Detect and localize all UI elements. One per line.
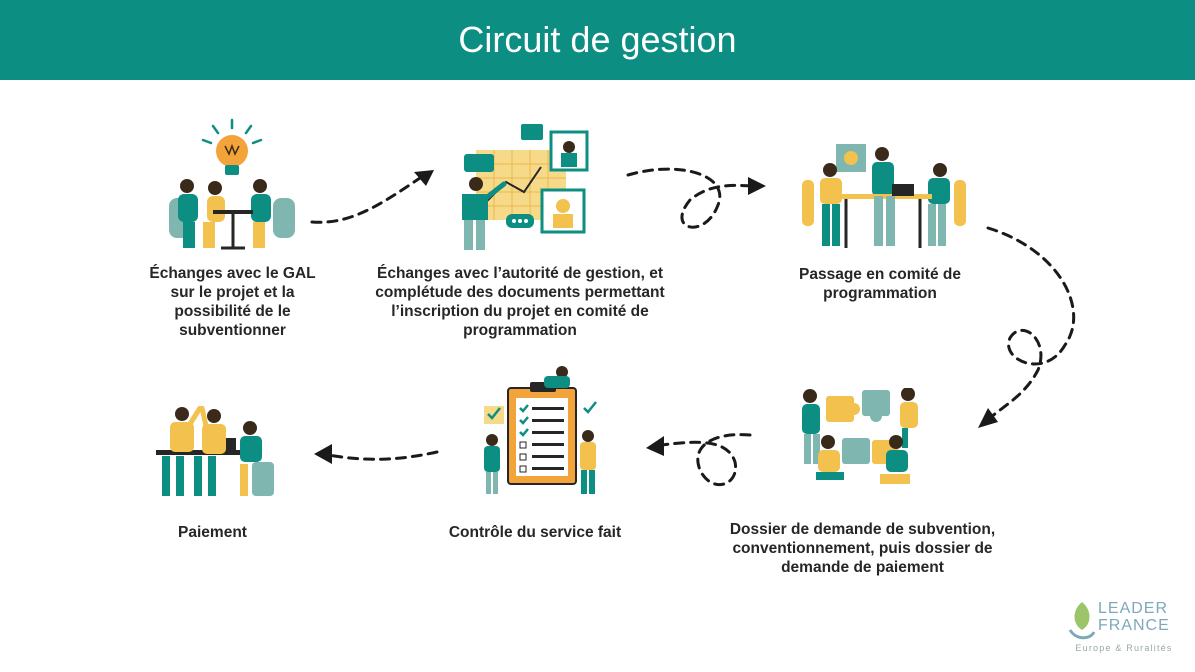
arrowhead-4: [646, 436, 664, 456]
celebration-illustration: [156, 406, 274, 496]
leader-france-logo: LEADER FRANCE Europe & Ruralités: [1068, 600, 1180, 662]
arrowhead-2: [748, 177, 766, 195]
checklist-illustration: [484, 366, 600, 494]
puzzle-team-illustration: [802, 388, 918, 484]
arrowhead-1: [414, 170, 434, 186]
header-banner: Circuit de gestion: [0, 0, 1195, 80]
step-2-label: Échanges avec l’autorité de gestion, et …: [375, 265, 665, 339]
online-collaboration-illustration: [462, 124, 589, 250]
arrowhead-3: [978, 408, 998, 428]
team-idea-illustration: [169, 118, 295, 250]
arrow-step1-to-step2: [310, 176, 422, 224]
logo-line1: LEADER: [1098, 600, 1169, 617]
step-3-label: Passage en comité de programmation: [799, 266, 961, 302]
arrow-step3-to-step4: [986, 226, 1076, 420]
step-1-label: Échanges avec le GAL sur le projet et la…: [149, 265, 316, 339]
logo-tagline: Europe & Ruralités: [1075, 643, 1173, 653]
committee-meeting-illustration: [802, 144, 966, 248]
arrowhead-5: [314, 444, 332, 464]
step-6-label: Paiement: [178, 524, 247, 541]
arrow-step4-to-step5: [660, 433, 752, 487]
arrow-step5-to-step6: [326, 450, 439, 461]
step-5-label: Contrôle du service fait: [448, 524, 622, 541]
logo-line2: FRANCE: [1098, 617, 1170, 634]
arrow-step2-to-step3: [626, 167, 754, 229]
leaf-icon: [1068, 602, 1096, 640]
step-4-label: Dossier de demande de subvention, conven…: [729, 521, 996, 576]
page-title: Circuit de gestion: [458, 19, 737, 60]
